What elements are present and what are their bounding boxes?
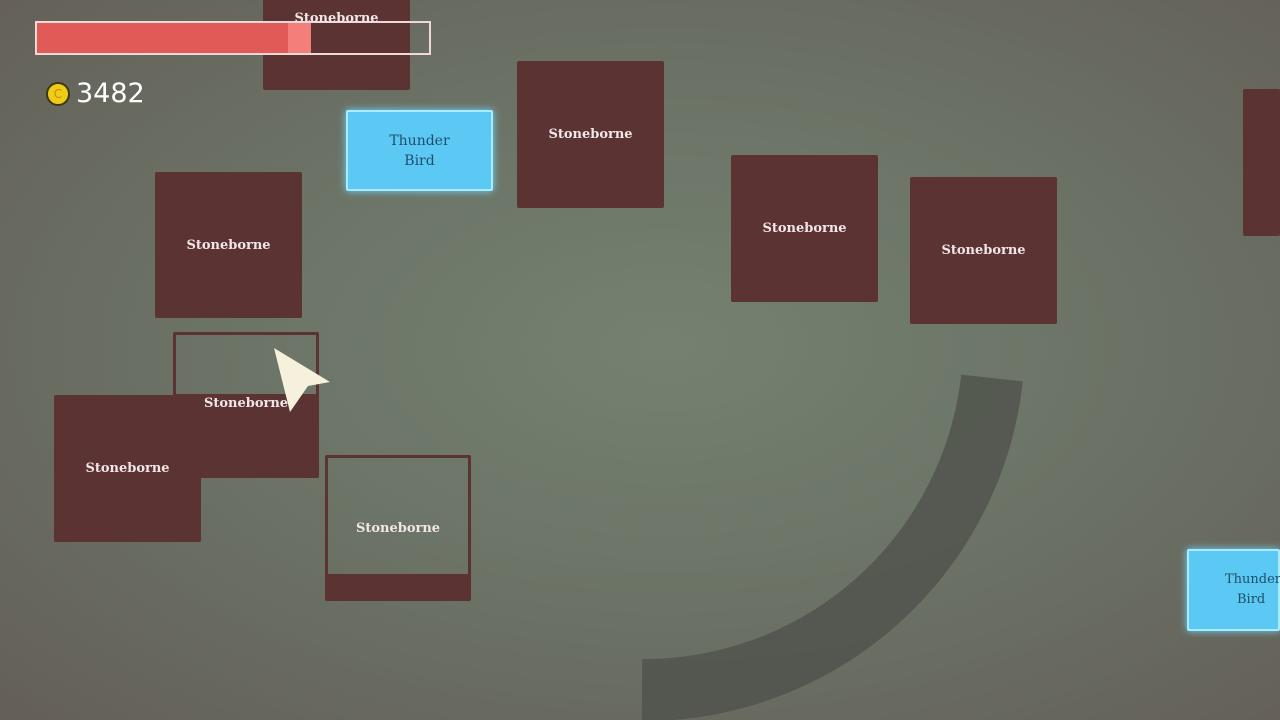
card-label: Thunder	[1225, 572, 1280, 587]
coin-icon: C	[46, 81, 70, 106]
stoneborne-card[interactable]: Stoneborne	[517, 61, 664, 208]
health-bar	[35, 21, 431, 55]
card-label: Stoneborne	[941, 243, 1026, 258]
card-label: Bird	[1237, 592, 1266, 607]
card-label: Stoneborne	[294, 11, 379, 26]
card-label: Stoneborne	[186, 237, 271, 253]
cursor-arrow-icon	[274, 348, 330, 412]
stoneborne-card-spawning[interactable]: Stoneborne	[325, 455, 471, 601]
card-label: Stoneborne	[203, 395, 289, 411]
coin-symbol: C	[53, 86, 63, 101]
card-label: Stoneborne	[548, 127, 633, 142]
spawn-progress-fill	[328, 574, 468, 598]
card-label: Stoneborne	[355, 520, 441, 536]
card-label: Thunder	[389, 132, 450, 149]
stoneborne-card[interactable]: Stoneborne	[54, 395, 201, 542]
stoneborne-card[interactable]	[1243, 89, 1280, 236]
stoneborne-card[interactable]: Stoneborne	[731, 155, 878, 302]
thunderbird-card[interactable]: Thunder Bird	[346, 110, 493, 191]
card-label: Bird	[404, 152, 435, 169]
stoneborne-card[interactable]: Stoneborne	[155, 172, 302, 318]
stoneborne-card[interactable]: Stoneborne	[263, 0, 410, 90]
coin-counter: C 3482	[46, 78, 145, 109]
coin-count: 3482	[76, 78, 145, 109]
health-bar-fill	[37, 23, 288, 53]
stoneborne-card[interactable]: Stoneborne	[910, 177, 1057, 324]
thunderbird-card[interactable]: Thunder Bird	[1187, 549, 1280, 631]
card-label: Stoneborne	[85, 461, 170, 476]
card-label: Stoneborne	[762, 221, 847, 236]
